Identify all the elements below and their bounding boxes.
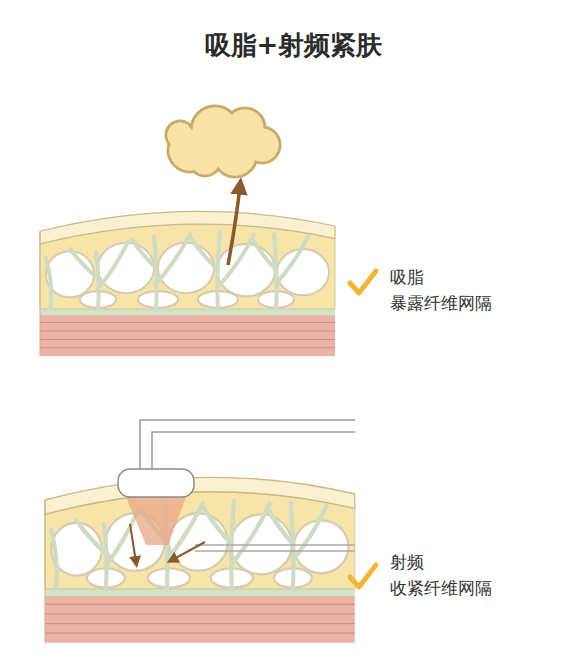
skin-section bbox=[45, 477, 355, 642]
check-mark bbox=[350, 565, 376, 587]
annotation: 暴露纤维网隔 bbox=[390, 292, 492, 315]
skin-section bbox=[40, 211, 335, 356]
extraction-arrow bbox=[228, 186, 240, 265]
title: 吸脂+射频紧肤 bbox=[0, 28, 587, 63]
annotation: 射频 bbox=[390, 551, 424, 574]
rf-device bbox=[118, 420, 355, 562]
annotation: 收紧纤维网隔 bbox=[390, 577, 492, 600]
removed-fat bbox=[166, 106, 280, 177]
annotation: 吸脂 bbox=[390, 266, 424, 289]
check-mark bbox=[350, 271, 376, 293]
